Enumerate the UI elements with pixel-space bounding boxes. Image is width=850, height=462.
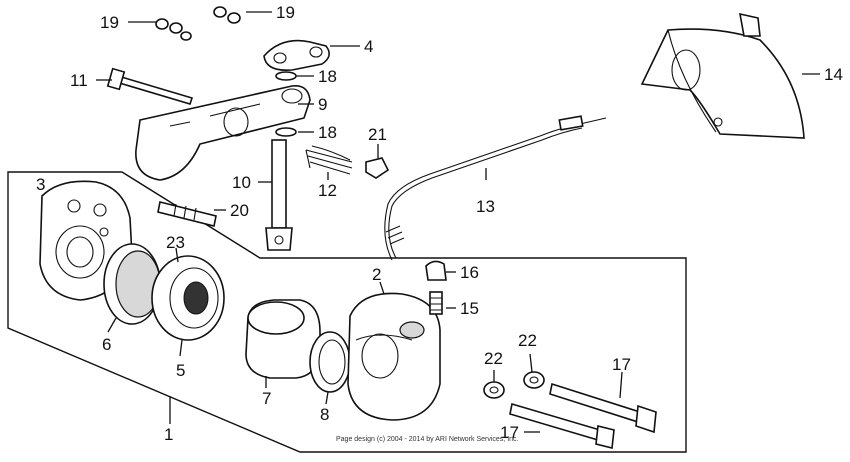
callout-2: 2 <box>372 265 381 284</box>
nut-part-19b <box>213 6 241 24</box>
o-ring-part-18a <box>275 71 297 81</box>
long-bolt-part-11 <box>106 67 194 105</box>
callout-23: 23 <box>166 233 185 252</box>
callout-9: 9 <box>318 95 327 114</box>
callout-10: 10 <box>232 173 251 192</box>
spring-part-12 <box>305 145 353 175</box>
callout-16: 16 <box>460 263 479 282</box>
callout-3: 3 <box>36 175 45 194</box>
callout-14: 14 <box>824 65 843 84</box>
copyright-notice: Page design (c) 2004 - 2014 by ARI Netwo… <box>336 436 519 443</box>
nut-part-21 <box>365 157 390 179</box>
caliper-body-part-2 <box>347 292 441 421</box>
bolt-part-17a <box>509 402 615 449</box>
callout-18-lower: 18 <box>318 123 337 142</box>
brake-cable-part-13 <box>384 115 607 261</box>
pad-part-5 <box>151 255 225 341</box>
callout-11: 11 <box>70 71 88 90</box>
callout-18-upper: 18 <box>318 67 337 86</box>
adjust-bolt-part-20 <box>157 201 217 227</box>
bleed-screw-part-15 <box>429 291 443 315</box>
piston-part-7 <box>245 299 321 379</box>
callout-6: 6 <box>102 335 111 354</box>
caliper-arm-part-9 <box>135 84 311 181</box>
callout-4: 4 <box>364 37 373 56</box>
callout-20: 20 <box>230 201 249 220</box>
callout-13: 13 <box>476 197 495 216</box>
link-plate-part-4 <box>263 39 330 72</box>
callout-15: 15 <box>460 299 479 318</box>
callout-22-right: 22 <box>518 331 537 350</box>
o-ring-part-18b <box>275 127 297 137</box>
callout-1: 1 <box>164 425 173 444</box>
callout-12: 12 <box>318 181 337 200</box>
cap-part-16 <box>425 260 447 281</box>
callout-19-right: 19 <box>276 3 295 22</box>
assembly-bracket-outline <box>7 171 687 453</box>
callout-22-left: 22 <box>484 349 503 368</box>
callout-19-left: 19 <box>100 13 119 32</box>
callout-17-bottom: 17 <box>500 423 519 442</box>
callout-8: 8 <box>320 405 329 424</box>
callout-21: 21 <box>368 125 387 144</box>
bolt-part-19a <box>155 18 192 41</box>
cover-part-14 <box>640 12 805 139</box>
pivot-pin-part-10 <box>265 139 293 251</box>
callout-17-right: 17 <box>612 355 631 374</box>
callout-5: 5 <box>176 361 185 380</box>
washer-part-22a <box>483 381 505 399</box>
bolt-part-17b <box>549 382 657 434</box>
brake-pad-part-6 <box>103 243 161 325</box>
washer-part-22b <box>523 371 545 389</box>
seal-ring-part-8 <box>309 331 351 393</box>
callout-7: 7 <box>262 389 271 408</box>
